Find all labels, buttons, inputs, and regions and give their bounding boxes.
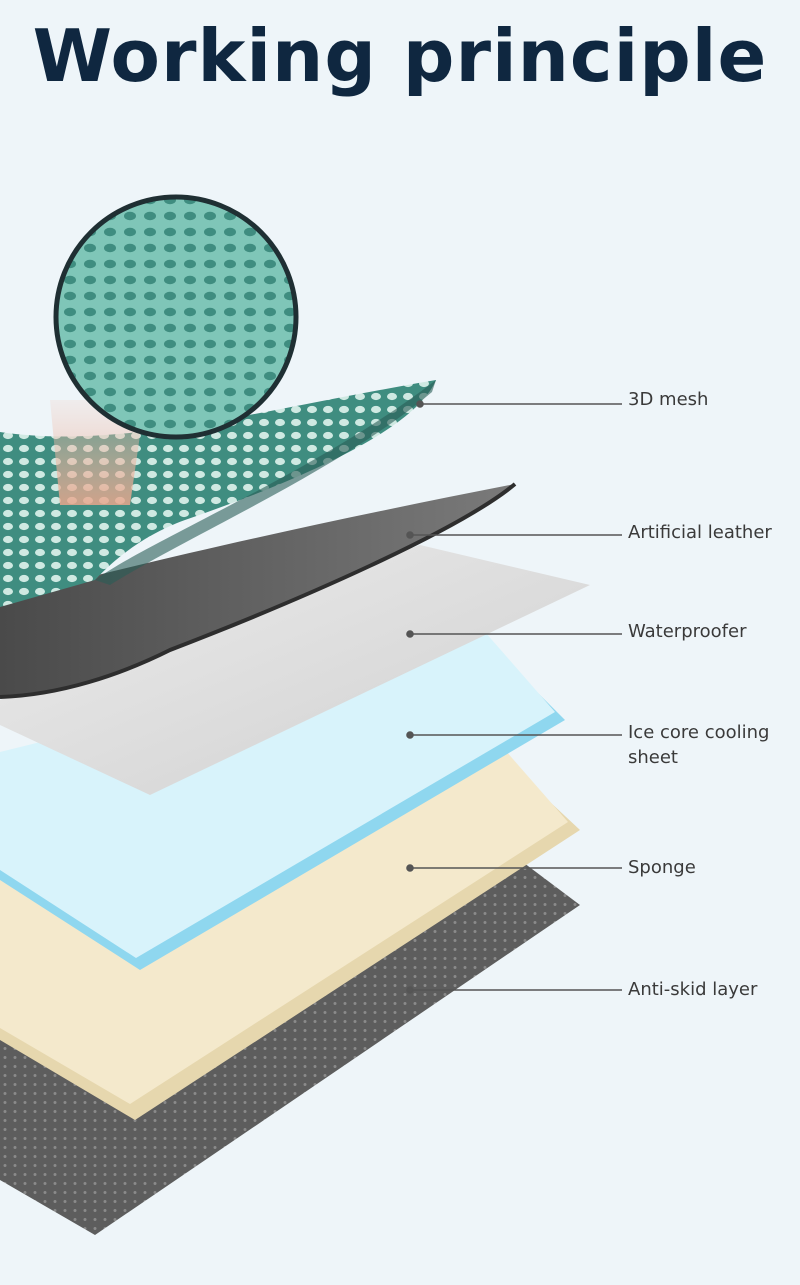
leader-dot-ice-core [406, 731, 414, 739]
label-line: Waterproofer [628, 621, 747, 642]
label-3d-mesh: 3D mesh [628, 387, 793, 412]
label-waterproofer: Waterproofer [628, 619, 793, 644]
leader-dot-3d-mesh [416, 400, 424, 408]
mesh-zoom-circle [53, 194, 299, 440]
ice-core-cooling-sheet-layer [0, 632, 565, 970]
leader-lines [406, 400, 622, 994]
label-line: 3D mesh [628, 389, 709, 410]
label-line: Ice core cooling [628, 722, 770, 743]
label-ice-core-cooling-sheet: Ice core cooling sheet [628, 720, 793, 770]
leader-dot-artificial-leather [406, 531, 414, 539]
label-line: Artificial leather [628, 522, 772, 543]
page-title: Working principle [32, 14, 768, 98]
waterproofer-layer [0, 545, 590, 795]
label-line: sheet [628, 747, 678, 768]
label-artificial-leather: Artificial leather [628, 520, 793, 545]
label-sponge: Sponge [628, 855, 793, 880]
label-anti-skid-layer: Anti-skid layer [628, 977, 793, 1002]
leader-dot-sponge [406, 864, 414, 872]
label-line: Sponge [628, 857, 696, 878]
leader-dot-waterproofer [406, 630, 414, 638]
leader-dot-anti-skid [406, 986, 414, 994]
artificial-leather-layer [0, 482, 517, 699]
label-line: Anti-skid layer [628, 979, 758, 1000]
